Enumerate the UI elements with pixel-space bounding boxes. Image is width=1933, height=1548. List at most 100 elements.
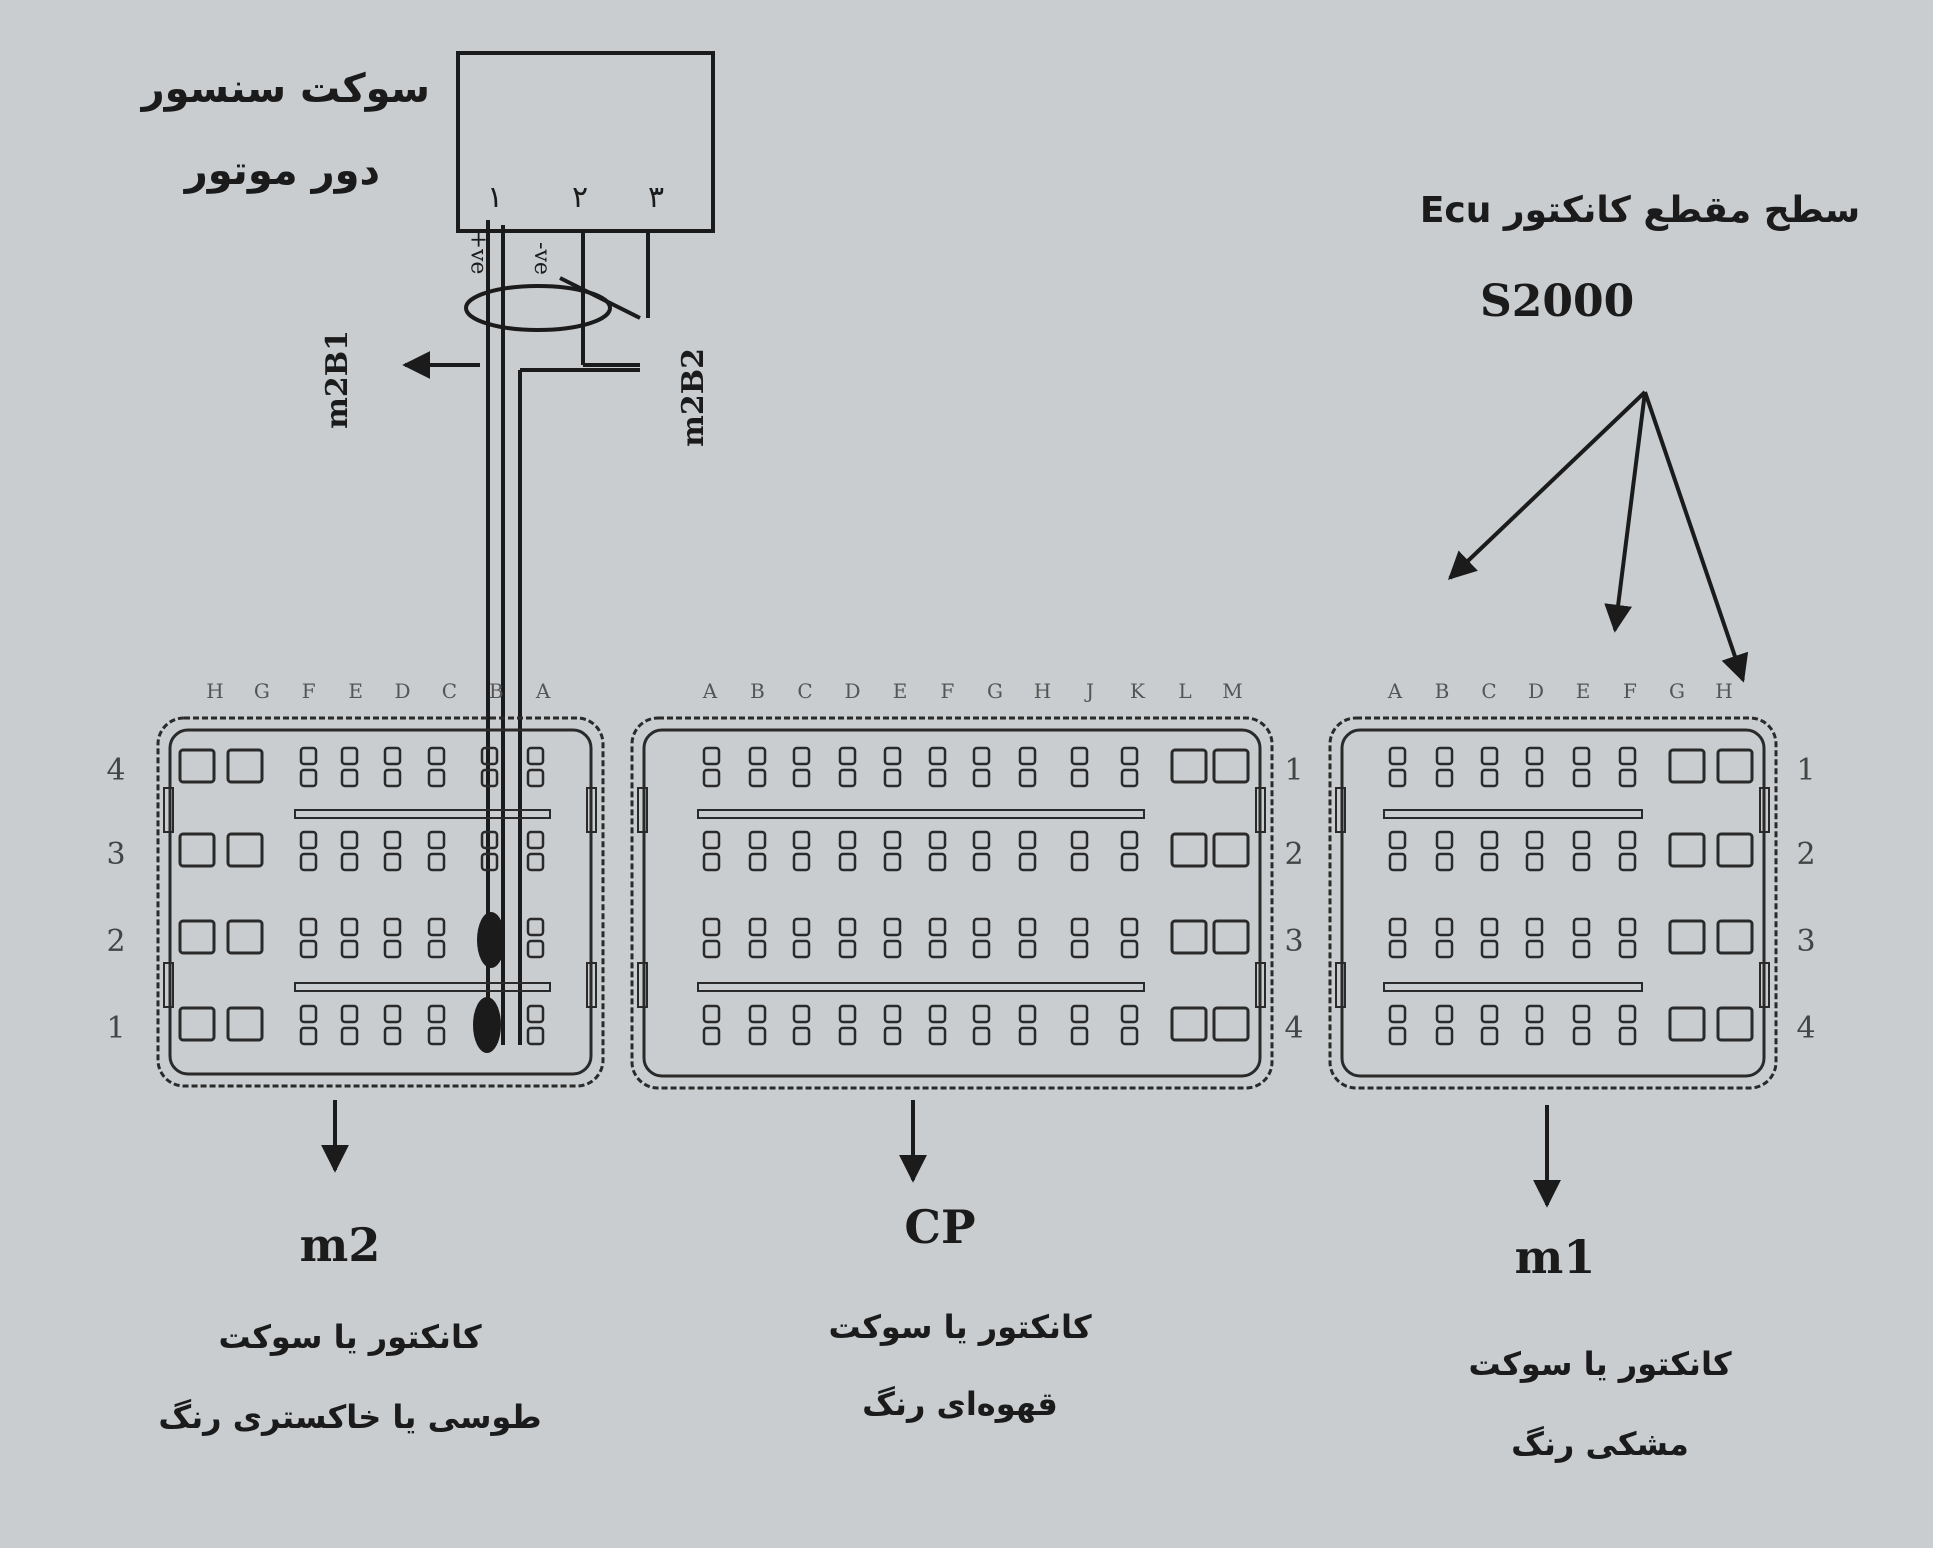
sensor-pin-1: ۱ [487,180,504,215]
connector-signal-pin [928,830,947,850]
ecu-title: سطح مقطع کانکتور Ecu [1419,190,1861,231]
connector-column-label: A [1387,679,1403,703]
connector-signal-pin [1388,852,1407,872]
connector-signal-pin [883,1026,902,1046]
connector-power-pin [226,748,264,784]
connector-power-pin [1716,1006,1754,1042]
connector-signal-pin [702,830,721,850]
connector-name-cp: CP [904,1200,976,1254]
connector-signal-pin [526,746,545,766]
plus-ve-label: +ve [465,230,491,275]
connector-row-label: 1 [1796,753,1815,788]
sensor-title-line2: دور موتور [184,148,380,194]
connector-row-label: 4 [1796,1011,1815,1046]
connector-signal-pin [928,852,947,872]
connector-row-label: 1 [106,1011,125,1046]
connector-power-pin [1212,832,1250,868]
connector-column-label: G [1669,679,1685,703]
connector-housing-outer [156,716,605,1088]
connector-signal-pin [972,917,991,937]
connector-signal-pin [838,917,857,937]
connector-column-label: A [535,679,551,703]
connector-signal-pin [383,1004,402,1024]
connector-signal-pin [928,768,947,788]
connector-latch [1335,962,1346,1008]
connector-signal-pin [792,768,811,788]
connector-row-label: 2 [106,924,125,959]
connector-signal-pin [1120,746,1139,766]
ecu-model: S2000 [1480,276,1635,327]
connector-signal-pin [340,939,359,959]
connector-row-label: 1 [1284,753,1303,788]
connector-signal-pin [748,1004,767,1024]
connector-signal-pin [748,917,767,937]
connector-signal-pin [972,1026,991,1046]
wire-label-m2b2: m2B2 [676,348,711,447]
connector-signal-pin [1572,746,1591,766]
connector-signal-pin [299,1026,318,1046]
shield-loop [464,284,612,332]
connector-power-pin [1170,748,1208,784]
connector-column-label: M [1222,679,1242,703]
connector-signal-pin [838,830,857,850]
connector-desc-cp-line2: قهوه‌ای رنگ [862,1385,1058,1423]
connector-signal-pin [1480,939,1499,959]
pin-mark-m2-b2 [477,912,505,968]
connector-latch [1759,962,1770,1008]
connector-signal-pin [1480,768,1499,788]
connector-signal-pin [792,746,811,766]
connector-signal-pin [526,852,545,872]
connector-latch [1255,962,1266,1008]
connector-separator-bar [697,982,1145,992]
connector-latch [163,787,174,833]
connector-signal-pin [299,768,318,788]
connector-name-m1: m1 [1514,1230,1596,1284]
connector-signal-pin [702,939,721,959]
connector-signal-pin [1435,1004,1454,1024]
connector-signal-pin [340,852,359,872]
connector-signal-pin [427,1004,446,1024]
connector-signal-pin [838,746,857,766]
connector-column-label: D [1528,679,1544,703]
connector-signal-pin [1120,1004,1139,1024]
connector-column-label: C [797,679,812,703]
connector-power-pin [1716,748,1754,784]
connector-column-label: F [302,679,316,703]
connector-separator-bar [294,982,551,992]
connector-column-label: D [844,679,860,703]
connector-signal-pin [748,830,767,850]
connector-power-pin [178,1006,216,1042]
connector-signal-pin [883,939,902,959]
sensor-pin-3: ۳ [648,180,665,215]
connector-signal-pin [480,768,499,788]
connector-down-arrows [321,1100,1561,1208]
connector-signal-pin [972,830,991,850]
connector-signal-pin [702,1026,721,1046]
connector-signal-pin [702,1004,721,1024]
connector-signal-pin [1618,768,1637,788]
connector-signal-pin [383,746,402,766]
connector-power-pin [226,1006,264,1042]
connector-signal-pin [838,1026,857,1046]
connector-signal-pin [427,852,446,872]
connector-signal-pin [1572,768,1591,788]
connector-signal-pin [972,1004,991,1024]
minus-ve-label: -ve [528,242,554,275]
connector-signal-pin [792,939,811,959]
connector-latch [1759,787,1770,833]
connector-signal-pin [1018,1026,1037,1046]
connector-row-label: 2 [1284,837,1303,872]
connector-signal-pin [340,1004,359,1024]
connector-signal-pin [427,939,446,959]
connector-signal-pin [427,830,446,850]
connector-power-pin [1170,1006,1208,1042]
connector-signal-pin [1120,852,1139,872]
connector-column-label: G [987,679,1003,703]
connector-signal-pin [383,939,402,959]
connector-signal-pin [1435,830,1454,850]
connector-signal-pin [928,1026,947,1046]
connector-signal-pin [972,852,991,872]
connector-signal-pin [1618,830,1637,850]
connector-column-label: C [442,679,457,703]
